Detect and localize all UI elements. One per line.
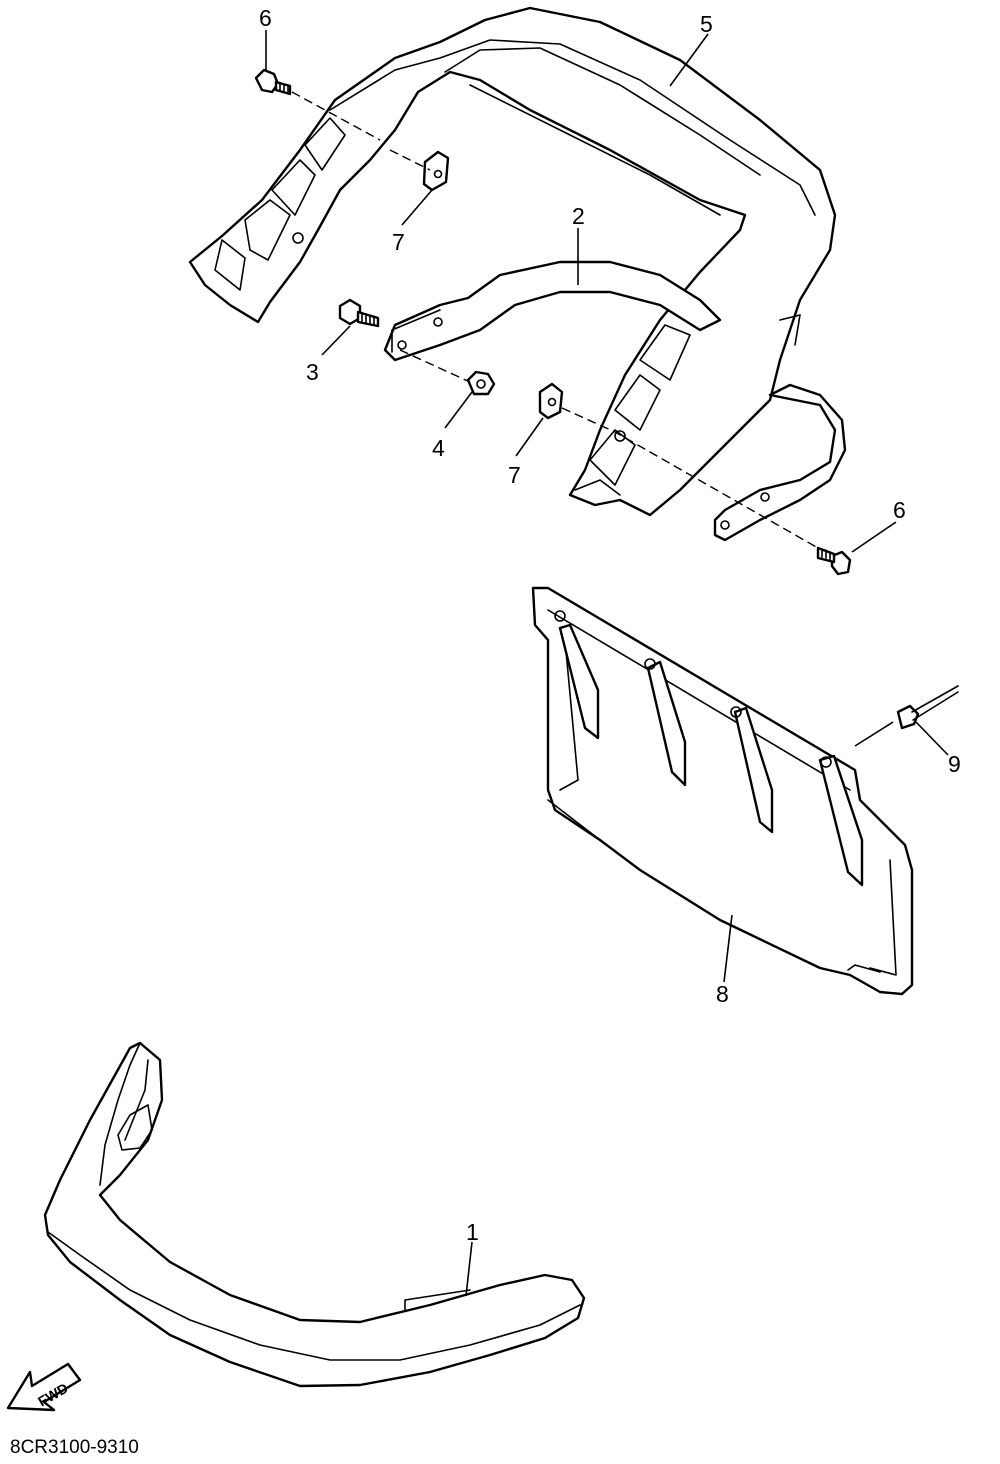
clip-nut-lower — [538, 382, 564, 420]
bolt-part-3 — [338, 298, 380, 328]
callout-part-6-lower: 6 — [893, 497, 906, 523]
bolt-upper — [254, 68, 292, 96]
callout-part-6-upper: 6 — [259, 5, 272, 31]
callout-part-8: 8 — [716, 981, 729, 1007]
front-bumper — [43, 1041, 586, 1388]
callout-part-3: 3 — [306, 359, 319, 385]
mud-guard — [531, 586, 914, 996]
callout-part-1: 1 — [466, 1219, 479, 1245]
leader-lines — [265, 30, 949, 1297]
rear-guard-frame — [188, 6, 837, 517]
callout-part-9: 9 — [948, 751, 961, 777]
callout-part-7-upper: 7 — [392, 229, 405, 255]
clip-nut-upper — [422, 150, 450, 192]
callout-part-2: 2 — [572, 203, 585, 229]
callout-part-5: 5 — [700, 11, 713, 37]
diagram-code: 8CR3100-9310 — [10, 1437, 139, 1458]
bolt-lower — [816, 546, 852, 576]
rivet-part-9 — [896, 685, 959, 730]
fwd-arrow-icon: FWD — [6, 1362, 82, 1412]
support-bracket — [383, 260, 847, 542]
callout-part-7-lower: 7 — [508, 462, 521, 488]
nut-part-4 — [466, 370, 496, 396]
assembly-lines — [291, 91, 819, 549]
callout-part-4: 4 — [432, 435, 445, 461]
